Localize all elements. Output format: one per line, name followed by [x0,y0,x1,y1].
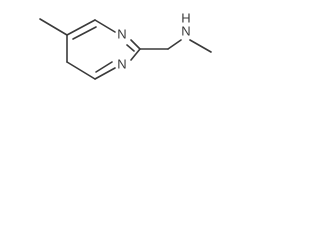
ring-bond-c6-n1 [94,19,116,33]
ring-bond-c2-n3 [130,48,141,61]
atom-h-amine: H [181,11,190,26]
ring-bond-n1-c2-double [126,44,135,52]
chemical-structure: N N N H [39,11,212,80]
atom-n-ring-bottom: N [117,57,126,72]
ring-bond-n3-c4-double [95,61,113,73]
methyl-bond [39,18,68,36]
ring-bond-c4-c5 [66,61,96,80]
atom-n-amine: N [181,24,190,39]
ring-bond-c5-c6 [66,19,96,36]
ring-bond-c5-c6-double [72,26,97,40]
atom-n-ring-top: N [117,27,126,42]
ring-bond-n1-c2 [130,39,141,50]
n-methyl-bond [189,39,212,53]
ring-bond-n3-c4 [94,67,116,80]
ch2-to-n-bond [167,39,182,50]
